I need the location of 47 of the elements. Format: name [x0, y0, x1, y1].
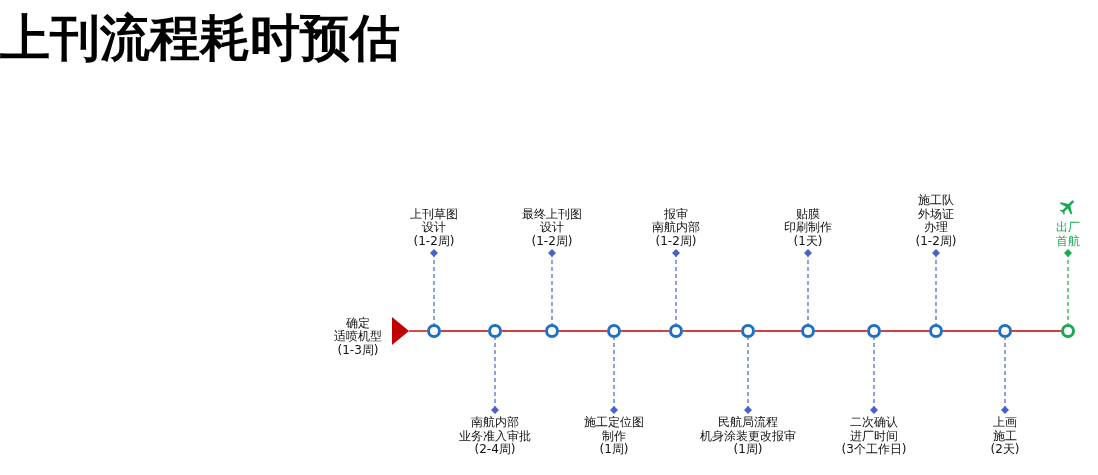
leader-line — [744, 337, 752, 414]
leader-line — [491, 337, 499, 414]
step-label: 南航内部业务准入审批 (2-4周) — [459, 416, 531, 457]
leader-line — [1001, 337, 1009, 414]
leader-line — [1064, 249, 1072, 325]
leader-line — [610, 337, 618, 414]
leader-line — [672, 249, 680, 325]
timeline-marker — [800, 323, 816, 339]
timeline-segment — [558, 330, 608, 332]
timeline-segment — [754, 330, 802, 332]
timeline-segment — [942, 330, 999, 332]
step-label: 确定适喷机型 (1-3周) — [334, 316, 382, 358]
timeline-marker — [866, 323, 882, 339]
step-label: 二次确认进厂时间 (3个工作日) — [841, 416, 907, 457]
leader-line — [548, 249, 556, 325]
timeline-segment — [880, 330, 930, 332]
timeline-marker — [487, 323, 503, 339]
step-label: 施工定位图制作 (1周) — [584, 416, 644, 457]
timeline-marker — [544, 323, 560, 339]
timeline-segment — [682, 330, 742, 332]
timeline-segment — [1011, 330, 1062, 332]
timeline-marker — [668, 323, 684, 339]
step-label: 上刊草图设计 (1-2周) — [410, 207, 458, 248]
step-label: 贴膜印刷制作 (1天) — [784, 207, 832, 248]
step-label: 最终上刊图设计 (1-2周) — [522, 207, 582, 248]
timeline-segment — [501, 330, 546, 332]
leader-line — [870, 337, 878, 414]
step-label: 民航局流程机身涂装更改报审 (1周) — [700, 416, 796, 457]
step-label: 施工队外场证办理 (1-2周) — [915, 194, 957, 248]
leader-line — [804, 249, 812, 325]
step-label: 出厂首航 — [1056, 221, 1080, 248]
timeline-segment — [440, 330, 489, 332]
timeline-segment — [620, 330, 670, 332]
timeline-marker — [928, 323, 944, 339]
timeline-marker — [740, 323, 756, 339]
step-label: 报审南航内部 (1-2周) — [652, 207, 700, 248]
timeline-marker — [426, 323, 442, 339]
timeline-segment — [814, 330, 868, 332]
leader-line — [932, 249, 940, 325]
timeline-marker — [997, 323, 1013, 339]
leader-line — [430, 249, 438, 325]
start-triangle — [392, 317, 409, 345]
timeline-marker — [1060, 323, 1076, 339]
timeline-segment — [408, 330, 428, 332]
timeline-marker — [606, 323, 622, 339]
title: 上刊流程耗时预估 — [0, 8, 400, 68]
step-label: 上画施工 (2天) — [990, 416, 1020, 457]
